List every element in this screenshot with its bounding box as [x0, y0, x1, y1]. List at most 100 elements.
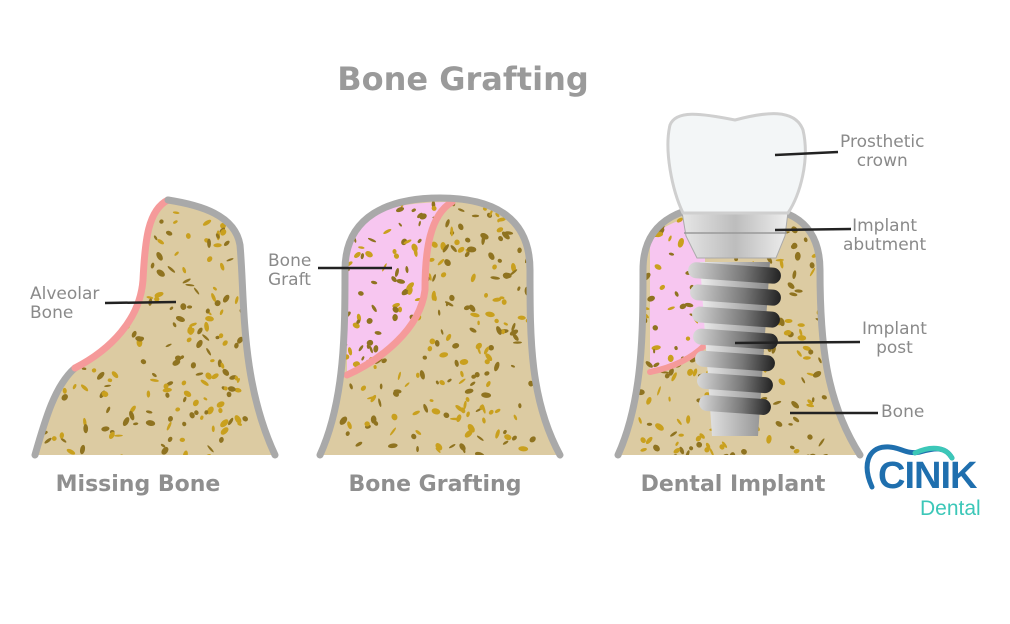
speckle — [227, 386, 236, 392]
speckle — [431, 205, 437, 211]
speckle — [172, 322, 177, 328]
speckle — [640, 437, 646, 444]
speckle — [687, 368, 694, 376]
speckle — [664, 373, 670, 379]
speckle — [417, 238, 422, 244]
speckle — [220, 419, 229, 428]
speckle — [60, 207, 68, 212]
speckle — [699, 433, 705, 439]
speckle — [510, 364, 515, 368]
speckle — [820, 206, 826, 213]
speckle — [235, 208, 239, 214]
speckle — [653, 349, 656, 354]
speckle — [70, 200, 77, 206]
speckle — [651, 345, 661, 351]
speckle — [214, 300, 221, 307]
speckle — [221, 200, 228, 206]
speckle — [721, 441, 728, 448]
speckle — [793, 448, 800, 454]
speckle — [35, 226, 38, 232]
speckle — [466, 246, 477, 253]
speckle — [237, 200, 245, 206]
speckle — [94, 264, 99, 271]
speckle — [206, 406, 214, 415]
speckle — [389, 427, 397, 436]
speckle — [465, 237, 471, 243]
speckle — [80, 384, 89, 392]
speckle — [413, 247, 418, 257]
speckle — [355, 441, 363, 447]
speckle — [501, 299, 507, 305]
speckle — [192, 399, 199, 407]
speckle — [797, 323, 805, 327]
speckle — [511, 322, 516, 332]
speckle — [729, 452, 736, 455]
speckle — [42, 261, 52, 268]
speckle — [431, 408, 441, 415]
speckle — [207, 256, 213, 263]
speckle — [646, 422, 653, 426]
speckle — [806, 403, 815, 408]
speckle — [477, 347, 481, 355]
speckle — [222, 294, 230, 303]
speckle — [503, 322, 508, 326]
speckle — [190, 362, 196, 369]
speckle — [427, 346, 433, 352]
speckle — [345, 431, 350, 436]
speckle — [31, 258, 34, 263]
speckle — [485, 311, 495, 318]
speckle — [350, 199, 356, 205]
speckle — [40, 263, 46, 272]
panel-missing-bone — [31, 196, 279, 459]
speckle — [71, 201, 77, 206]
speckle — [671, 372, 677, 382]
speckle — [342, 207, 349, 215]
speckle — [482, 417, 486, 424]
speckle — [358, 291, 364, 296]
speckle — [45, 219, 51, 224]
speckle — [353, 209, 362, 216]
speckle — [471, 374, 477, 379]
speckle — [428, 273, 432, 281]
speckle — [470, 312, 480, 318]
speckle — [667, 354, 674, 362]
speckle — [805, 205, 811, 207]
speckle — [475, 342, 482, 350]
speckle — [824, 253, 834, 258]
speckle — [186, 305, 193, 309]
speckle — [498, 236, 504, 242]
speckle — [518, 403, 522, 409]
speckle — [154, 296, 160, 302]
speckle — [83, 423, 89, 434]
speckle — [442, 244, 449, 253]
speckle — [685, 450, 690, 455]
speckle — [783, 330, 792, 336]
speckle — [374, 331, 382, 335]
speckle — [796, 350, 802, 357]
speckle — [356, 319, 361, 324]
speckle — [704, 446, 710, 453]
speckle — [202, 219, 212, 226]
speckle — [183, 396, 187, 403]
speckle — [194, 410, 199, 415]
speckle — [431, 241, 438, 248]
speckle — [211, 293, 216, 302]
speckle — [645, 361, 653, 368]
speckle — [114, 434, 123, 437]
speckle — [370, 394, 377, 403]
speckle — [145, 410, 153, 414]
speckle — [670, 431, 678, 437]
speckle — [476, 435, 484, 441]
speckle — [676, 418, 682, 425]
speckle — [394, 267, 399, 277]
speckle — [234, 296, 239, 305]
speckle — [429, 399, 434, 402]
speckle — [365, 251, 373, 258]
speckle — [653, 444, 660, 452]
speckle — [237, 336, 244, 344]
speckle — [458, 223, 464, 231]
speckle — [655, 423, 664, 431]
panel-bone-grafting — [316, 194, 564, 459]
speckle — [695, 435, 702, 442]
